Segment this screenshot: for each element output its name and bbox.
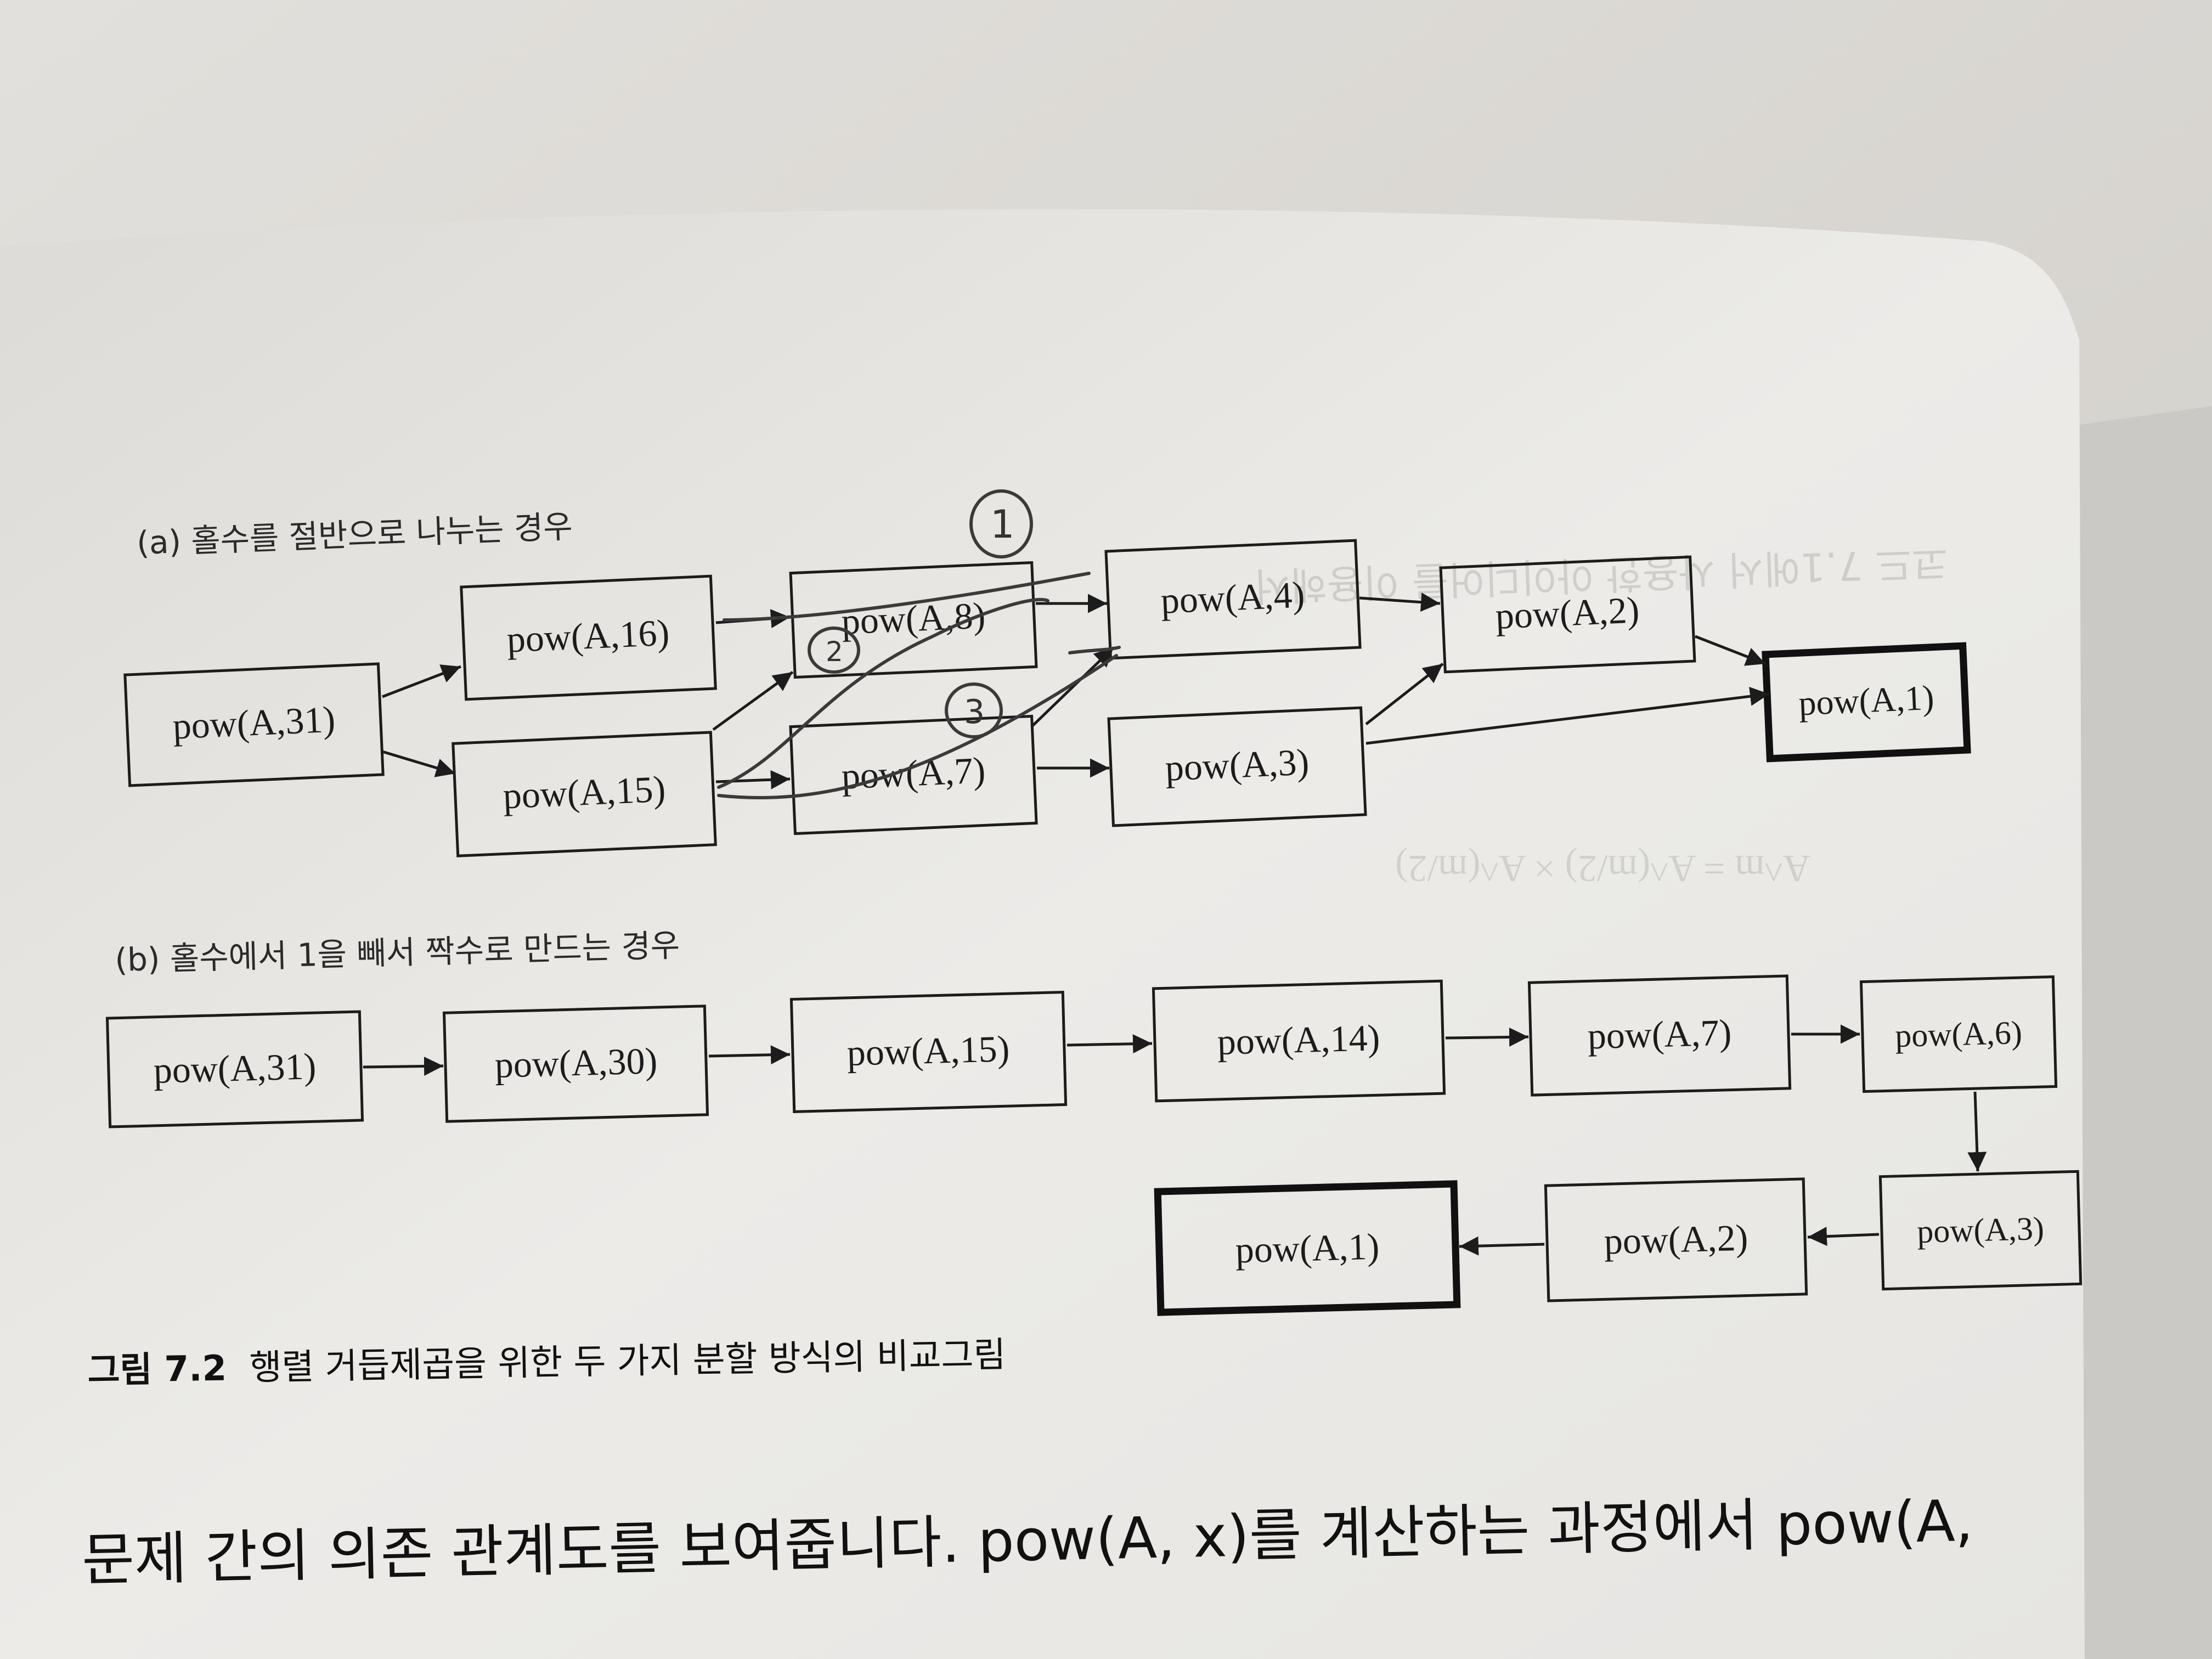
node-b1: pow(A,1) xyxy=(1154,1180,1461,1316)
edge-b31-b30 xyxy=(363,1056,444,1076)
node-b31: pow(A,31) xyxy=(105,1010,364,1128)
book-page-edge xyxy=(2057,406,2212,1659)
edges-b xyxy=(363,1024,1987,1256)
pen-number-3: 3 xyxy=(964,693,985,731)
edge-b2-b1 xyxy=(1459,1236,1545,1256)
pen-stroke-4 xyxy=(1068,646,1121,654)
edge-a2-a1 xyxy=(1695,635,1766,666)
label-b15: pow(A,15) xyxy=(847,1028,1010,1074)
node-b30: pow(A,30) xyxy=(442,1005,709,1123)
label-a15: pow(A,15) xyxy=(502,768,667,817)
node-a2: pow(A,2) xyxy=(1439,555,1696,674)
node-a3: pow(A,3) xyxy=(1107,706,1367,827)
label-b2: pow(A,2) xyxy=(1604,1217,1748,1262)
edge-b6-b3 xyxy=(1967,1091,1987,1172)
node-a31: pow(A,31) xyxy=(123,662,385,787)
node-a1: pow(A,1) xyxy=(1762,642,1971,763)
pen-circle-1 xyxy=(969,489,1033,558)
label-b31: pow(A,31) xyxy=(153,1045,317,1091)
label-b30: pow(A,30) xyxy=(494,1040,658,1086)
label-a31: pow(A,31) xyxy=(172,698,336,747)
edge-a4-a2 xyxy=(1359,592,1441,612)
pen-annotations xyxy=(717,489,1121,800)
edge-b30-b15 xyxy=(708,1045,791,1065)
node-a16: pow(A,16) xyxy=(460,574,717,701)
node-a15: pow(A,15) xyxy=(452,731,717,857)
node-b15: pow(A,15) xyxy=(789,990,1068,1113)
node-a7: pow(A,7) xyxy=(789,714,1038,836)
edge-a3-a2 xyxy=(1365,663,1444,725)
label-a1: pow(A,1) xyxy=(1798,678,1935,723)
label-a3: pow(A,3) xyxy=(1164,741,1310,788)
edges-a xyxy=(382,592,1770,789)
pen-stroke-3 xyxy=(717,654,1118,800)
pen-circle-3 xyxy=(945,682,1003,738)
label-a2: pow(A,2) xyxy=(1494,589,1640,636)
figure-caption-label: 그림 7.2 xyxy=(87,1348,227,1391)
edge-a7-a4 xyxy=(1030,646,1115,728)
diagram-b: pow(A,31) pow(A,30) pow(A,15) pow(A,14) … xyxy=(105,974,2083,1316)
diagram-a: pow(A,31) pow(A,16) pow(A,15) pow(A,8) p… xyxy=(123,489,1971,857)
node-b14: pow(A,14) xyxy=(1152,979,1446,1103)
label-a7: pow(A,7) xyxy=(840,749,986,797)
label-b1: pow(A,1) xyxy=(1235,1226,1380,1271)
edge-b15-b14 xyxy=(1066,1034,1153,1054)
node-b3: pow(A,3) xyxy=(1878,1170,2083,1291)
edge-a3-a1 xyxy=(1365,686,1770,745)
label-b6: pow(A,6) xyxy=(1894,1014,2022,1054)
pen-numbers: 1 2 3 xyxy=(826,502,1015,731)
edge-a15-a8 xyxy=(712,670,794,731)
label-a4: pow(A,4) xyxy=(1160,573,1306,621)
label-a16: pow(A,16) xyxy=(506,612,670,661)
edge-b14-b7 xyxy=(1445,1027,1529,1047)
pen-number-2: 2 xyxy=(826,636,843,668)
edge-a31-a15 xyxy=(382,750,456,777)
bleed-through-formula: A^m = A^(m/2) × A^(m/2) xyxy=(1395,847,1810,889)
node-b7: pow(A,7) xyxy=(1527,974,1792,1097)
node-b6: pow(A,6) xyxy=(1859,975,2058,1093)
edge-b3-b2 xyxy=(1807,1227,1880,1246)
pen-number-1: 1 xyxy=(990,502,1015,547)
book-page xyxy=(0,209,2085,1659)
pen-stroke-2 xyxy=(717,597,1049,789)
pen-stroke-1 xyxy=(723,572,1091,622)
label-b14: pow(A,14) xyxy=(1217,1017,1380,1063)
label-b7: pow(A,7) xyxy=(1587,1012,1732,1057)
bleed-through-line-2: A^m = A^(m/2) × A^(m/2) xyxy=(1395,847,1810,889)
label-b3: pow(A,3) xyxy=(1916,1210,2044,1250)
node-b2: pow(A,2) xyxy=(1544,1177,1808,1302)
edge-a31-a16 xyxy=(382,664,461,698)
node-a4: pow(A,4) xyxy=(1104,539,1362,660)
pen-circle-2 xyxy=(808,627,860,674)
